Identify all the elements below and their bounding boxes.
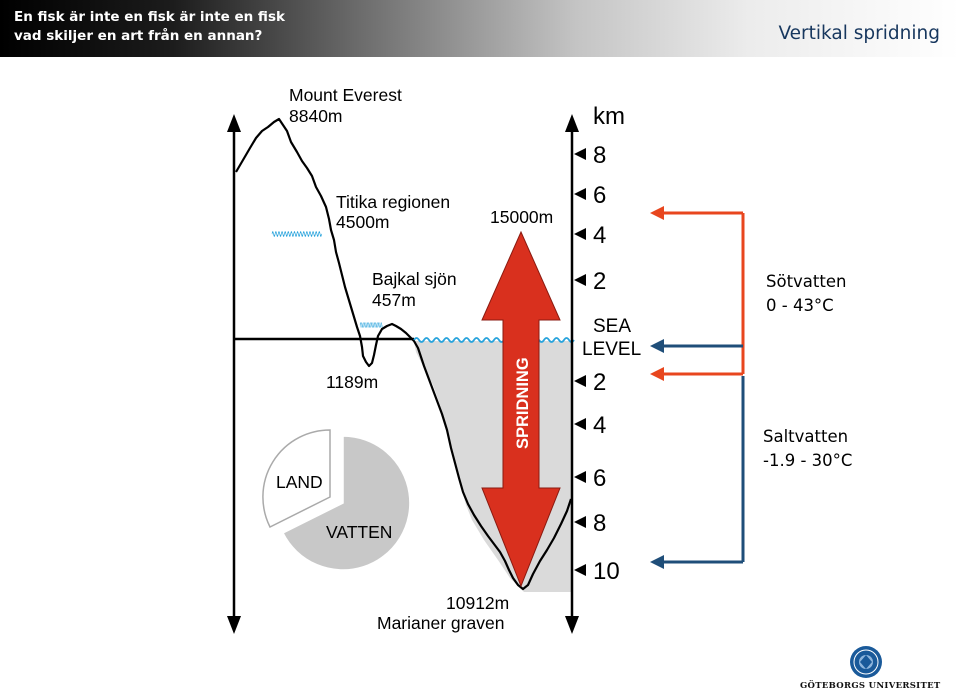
baikal-name: Bajkal sjön	[372, 269, 457, 289]
titicaca-height: 4500m	[336, 212, 390, 232]
scale-above-2: 2	[593, 268, 606, 295]
scale-below-10: 10	[593, 558, 620, 585]
everest-name: Mount Everest	[289, 85, 402, 105]
terrain-profile	[235, 117, 573, 591]
pie-land-label: LAND	[276, 472, 323, 492]
university-logo: GÖTEBORGS UNIVERSITET	[800, 645, 941, 691]
header-line-1: En fisk är inte en fisk är inte en fisk	[14, 9, 285, 25]
sea-level-label-1: SEA	[593, 316, 631, 337]
baikal-wave	[359, 322, 384, 328]
scale-above-4: 4	[593, 222, 606, 249]
trench-depth: 10912m	[446, 593, 509, 613]
pie-water-slice	[281, 435, 411, 571]
km-scale-axis	[565, 114, 586, 634]
saltwater-title: Saltvatten	[763, 427, 848, 446]
baikal-depth: 1189m	[326, 372, 378, 392]
header-line-2: vad skiljer en art från en annan?	[14, 28, 263, 44]
header-banner: En fisk är inte en fisk är inte en fisk …	[0, 0, 960, 57]
pie-water-label: VATTEN	[326, 522, 392, 542]
sea-level-label-2: LEVEL	[582, 339, 641, 360]
freshwater-title: Sötvatten	[766, 272, 846, 291]
freshwater-range: 0 - 43°C	[766, 296, 834, 315]
scale-below-4: 4	[593, 412, 606, 439]
university-name: GÖTEBORGS UNIVERSITET	[800, 681, 941, 691]
slide-title: Vertikal spridning	[778, 23, 940, 44]
left-axis	[227, 114, 241, 634]
scale-unit: km	[593, 103, 625, 130]
ocean-trench-water	[414, 341, 572, 592]
university-seal-icon	[850, 646, 882, 678]
land-water-pie: LAND VATTEN	[262, 429, 411, 571]
saltwater-range: -1.9 - 30°C	[763, 451, 852, 470]
pie-land-slice	[262, 429, 331, 529]
titicaca-name: Titika regionen	[336, 192, 450, 212]
scale-above-8: 8	[593, 142, 606, 169]
scale-above-6: 6	[593, 182, 606, 209]
titicaca-wave	[271, 231, 323, 237]
baikal-height: 457m	[372, 290, 416, 310]
trench-name: Marianer graven	[377, 613, 504, 633]
spread-arrow	[481, 230, 561, 588]
scale-below-6: 6	[593, 465, 606, 492]
scale-below-2: 2	[593, 369, 606, 396]
freshwater-bracket	[650, 206, 745, 381]
spread-label: SPRIDNING	[514, 357, 532, 449]
scale-below-8: 8	[593, 510, 606, 537]
everest-height: 8840m	[289, 106, 343, 126]
range-label: 15000m	[490, 207, 553, 227]
saltwater-bracket	[650, 339, 745, 569]
